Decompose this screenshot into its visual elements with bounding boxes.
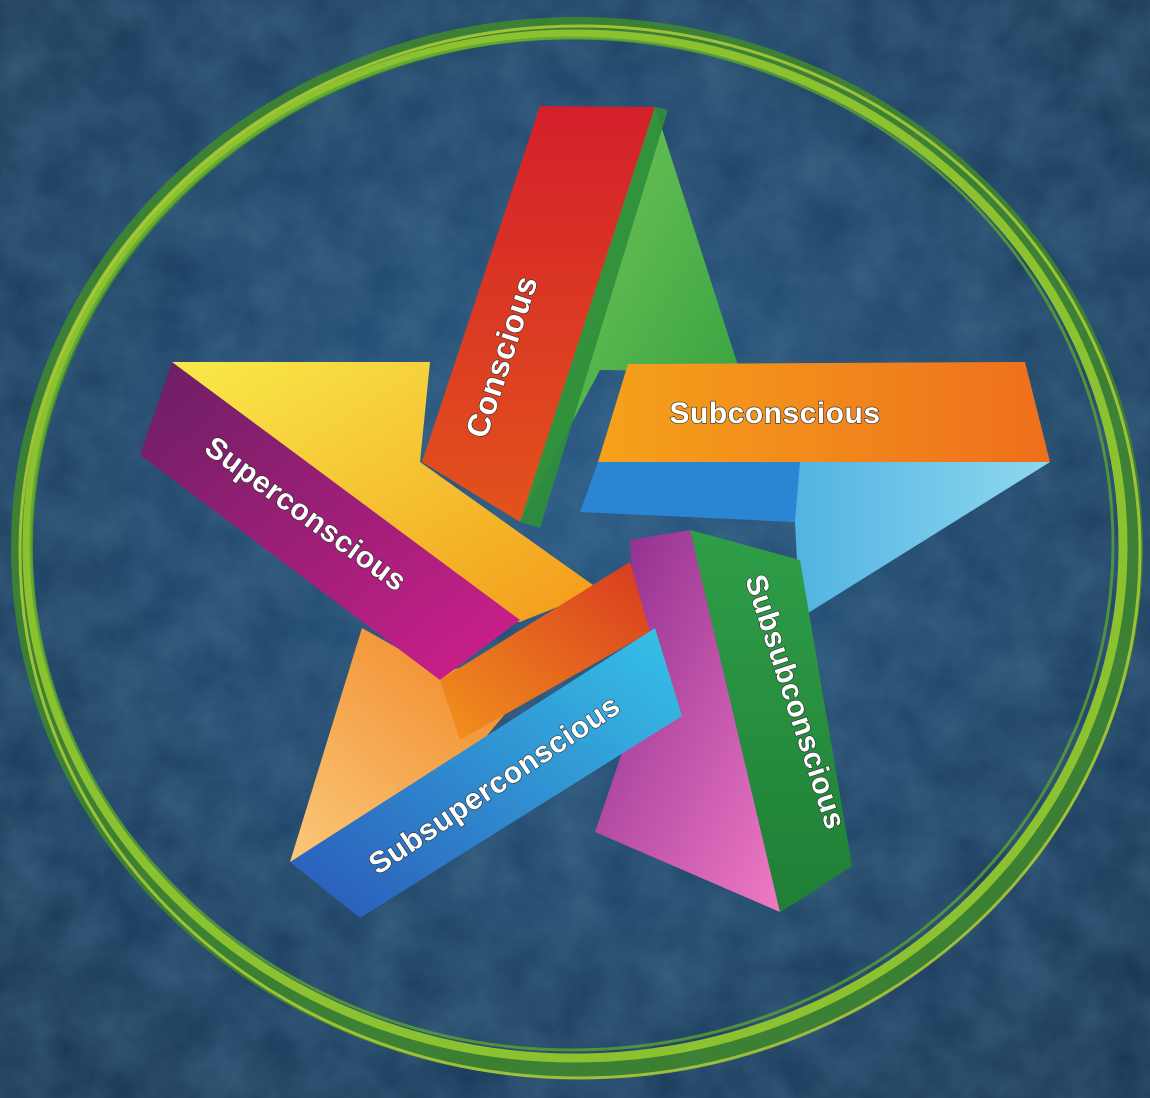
band-superconscious bbox=[140, 362, 520, 680]
band-conscious bbox=[422, 106, 655, 522]
band-subconscious bbox=[598, 362, 1050, 462]
label-subconscious: Subconscious bbox=[669, 397, 880, 430]
band-subsuperconscious bbox=[290, 628, 682, 918]
left-point-face bbox=[172, 362, 600, 622]
star-bands bbox=[140, 106, 1050, 918]
band-conscious-edge bbox=[520, 107, 668, 528]
band-cyan-connector bbox=[580, 462, 800, 522]
band-inner-orange bbox=[440, 562, 650, 740]
band-subsubconscious bbox=[690, 530, 852, 912]
ring-brush-stroke bbox=[11, 17, 1143, 1080]
